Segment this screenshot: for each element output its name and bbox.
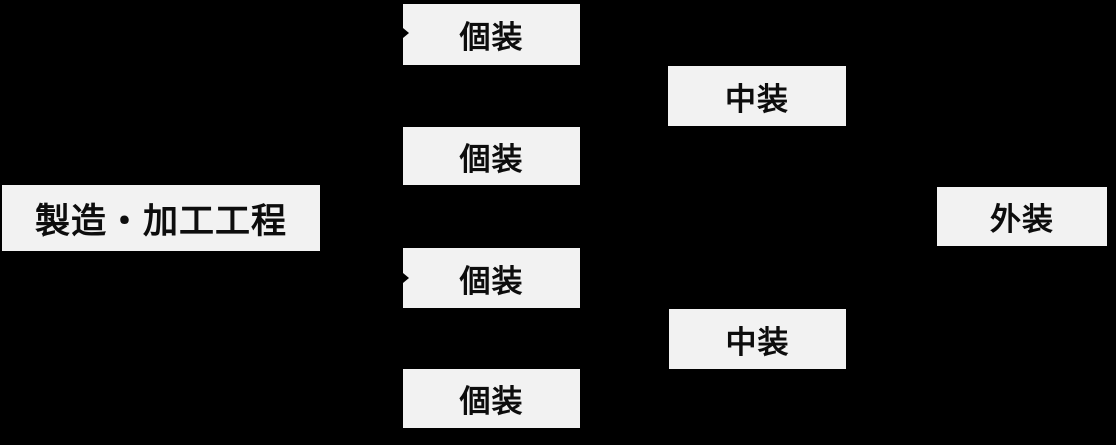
- node-individual-packaging-4: 個装: [403, 369, 580, 428]
- node-individual-packaging-2: 個装: [403, 127, 580, 185]
- node-intermediate-packaging-2: 中装: [669, 309, 846, 369]
- arrowhead-icon: [403, 273, 409, 283]
- node-individual-packaging-3: 個装: [403, 248, 580, 308]
- node-individual-packaging-1: 個装: [403, 4, 580, 65]
- node-intermediate-packaging-1: 中装: [668, 66, 846, 126]
- node-manufacturing-process: 製造・加工工程: [2, 185, 320, 251]
- arrowhead-icon: [403, 28, 409, 38]
- node-outer-packaging: 外装: [937, 187, 1107, 246]
